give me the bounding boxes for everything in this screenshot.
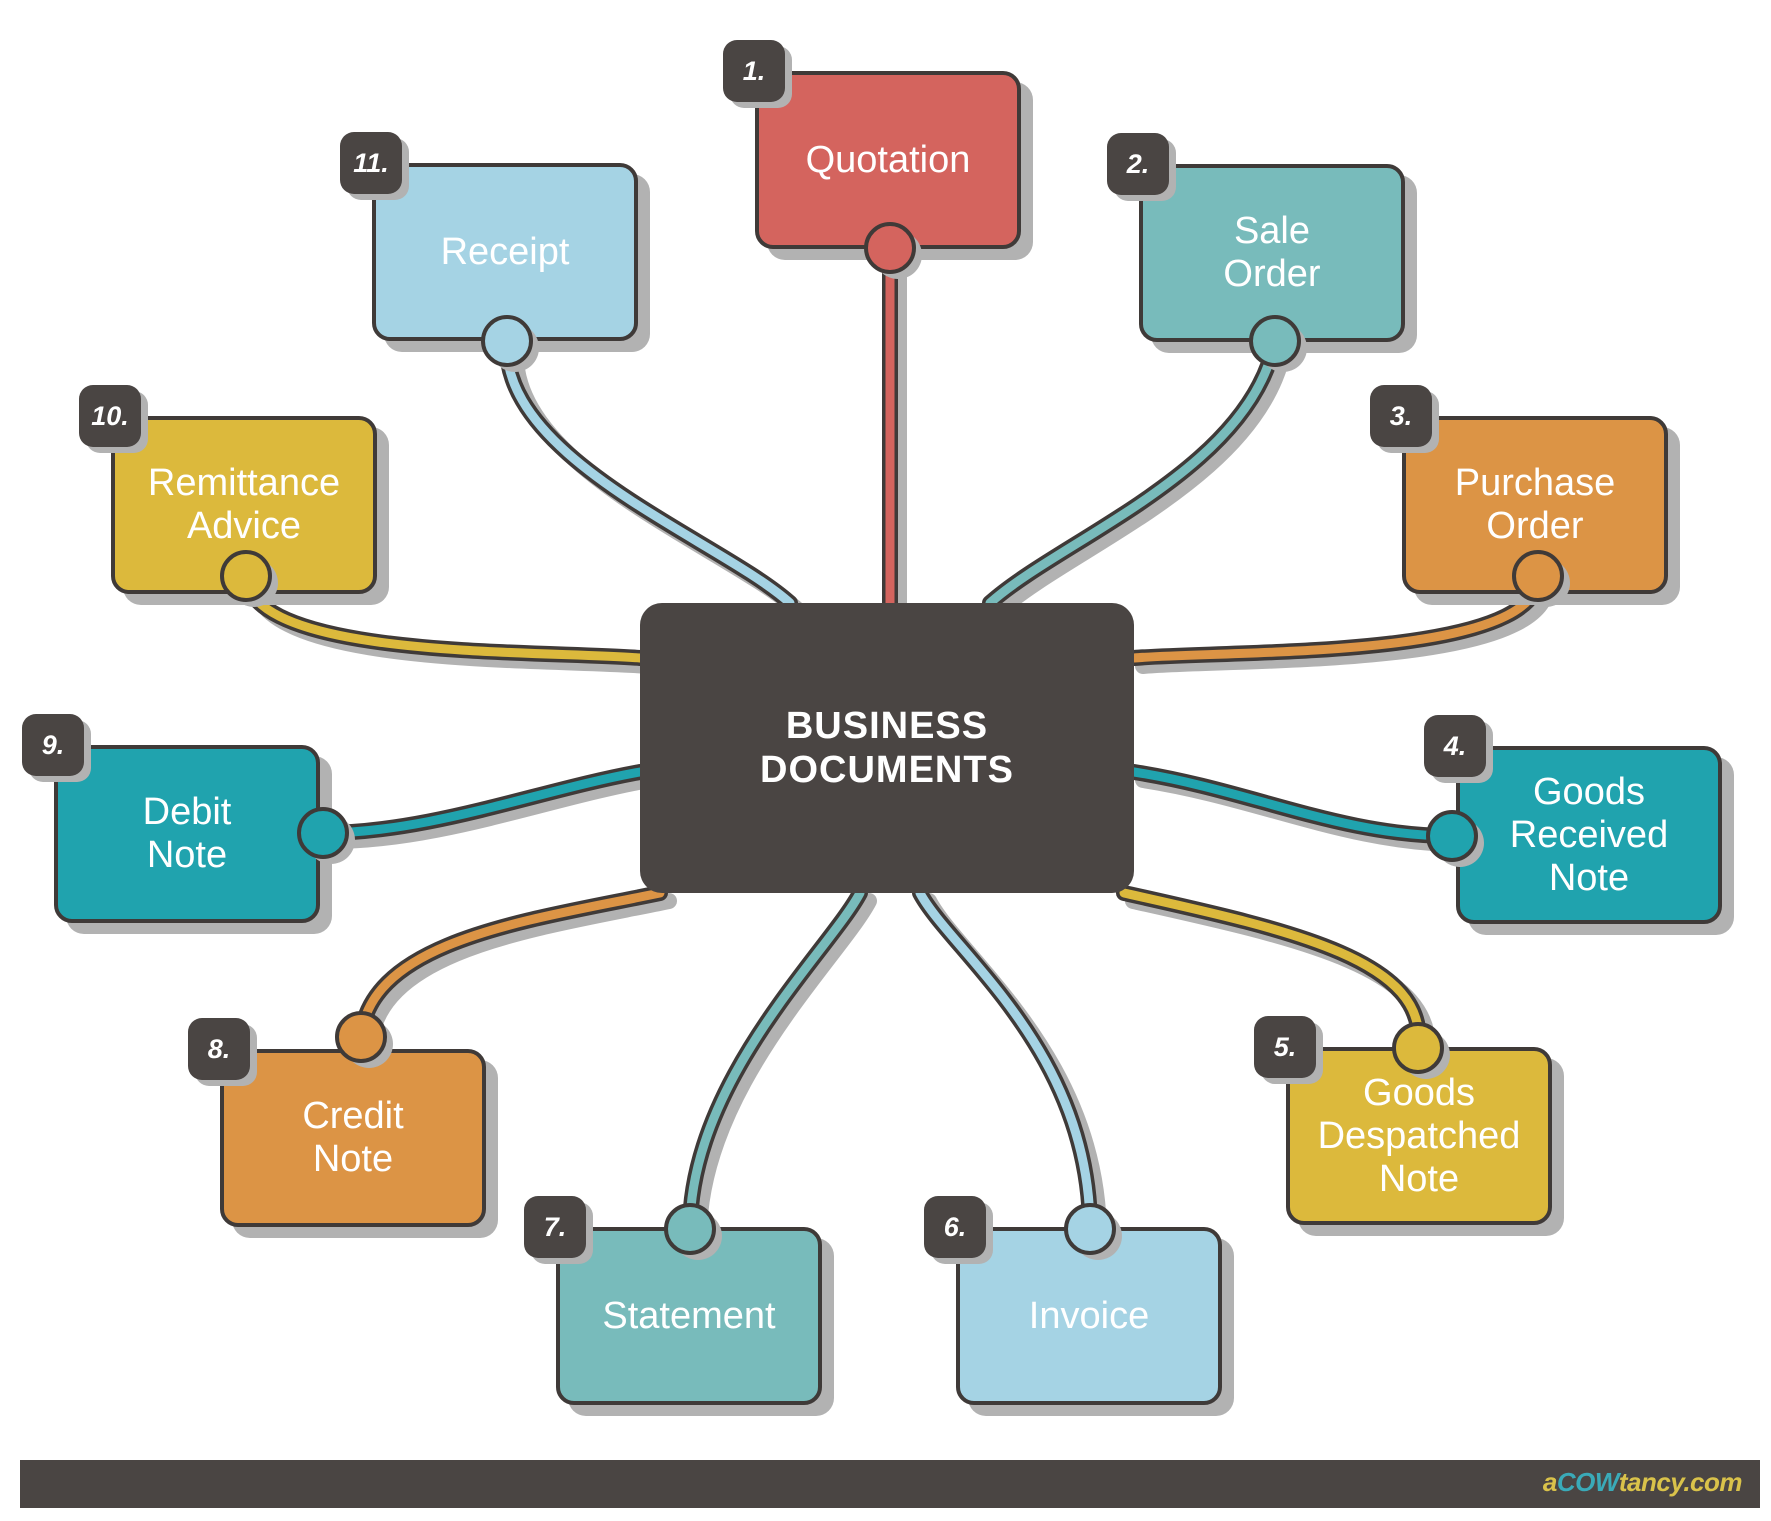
step-number-badge: 5. — [1254, 1016, 1316, 1078]
document-node: Remittance Advice — [111, 416, 377, 594]
document-node: Goods Received Note — [1456, 746, 1722, 924]
document-node-label: Invoice — [1028, 1294, 1150, 1337]
document-node: Invoice — [956, 1227, 1222, 1405]
connector-line — [1126, 764, 1469, 852]
document-node: Goods Despatched Note — [1286, 1047, 1552, 1225]
brand-logo: aCOWtancy.com — [1542, 1467, 1743, 1498]
step-number-badge: 11. — [340, 132, 402, 194]
document-node-label: Goods Received Note — [1509, 770, 1669, 899]
step-number-badge: 10. — [79, 385, 141, 447]
center-node: BUSINESS DOCUMENTS — [640, 603, 1134, 893]
document-node-label: Credit Note — [302, 1095, 404, 1180]
center-title: BUSINESS DOCUMENTS — [760, 705, 1014, 791]
brand-part-rest: tancy.com — [1618, 1467, 1743, 1497]
step-number-badge: 1. — [723, 40, 785, 102]
connector-line — [881, 240, 908, 619]
brand-part-cow: COW — [1556, 1467, 1620, 1497]
document-node: Debit Note — [54, 745, 320, 923]
step-number-badge: 2. — [1107, 133, 1169, 195]
step-number-badge: 7. — [524, 1196, 586, 1258]
document-node-label: Receipt — [440, 230, 570, 273]
document-node-label: Remittance Advice — [147, 462, 341, 547]
brand-part-a: a — [1542, 1467, 1557, 1497]
step-number-badge: 4. — [1424, 715, 1486, 777]
document-node-label: Goods Despatched Note — [1317, 1071, 1521, 1200]
connector-line — [498, 333, 807, 619]
step-number-badge: 6. — [924, 1196, 986, 1258]
document-node: Quotation — [755, 71, 1021, 249]
document-node-label: Debit Note — [142, 791, 232, 876]
document-node-label: Statement — [602, 1294, 776, 1337]
connector-line — [353, 885, 677, 1053]
document-node: Statement — [556, 1227, 822, 1405]
document-node-label: Sale Order — [1223, 210, 1321, 295]
connector-line — [912, 885, 1107, 1245]
document-node: Receipt — [372, 163, 638, 341]
step-number-badge: 8. — [188, 1018, 250, 1080]
step-number-badge: 3. — [1370, 385, 1432, 447]
document-node: Sale Order — [1139, 164, 1405, 342]
document-node-label: Purchase Order — [1454, 462, 1616, 547]
connector-line — [682, 885, 877, 1245]
connector-line — [315, 764, 657, 849]
document-node: Purchase Order — [1402, 416, 1668, 594]
document-node: Credit Note — [220, 1049, 486, 1227]
document-node-label: Quotation — [805, 138, 971, 181]
connector-line — [982, 333, 1292, 619]
footer-bar: aCOWtancy.com — [20, 1460, 1760, 1508]
step-number-badge: 9. — [22, 714, 84, 776]
